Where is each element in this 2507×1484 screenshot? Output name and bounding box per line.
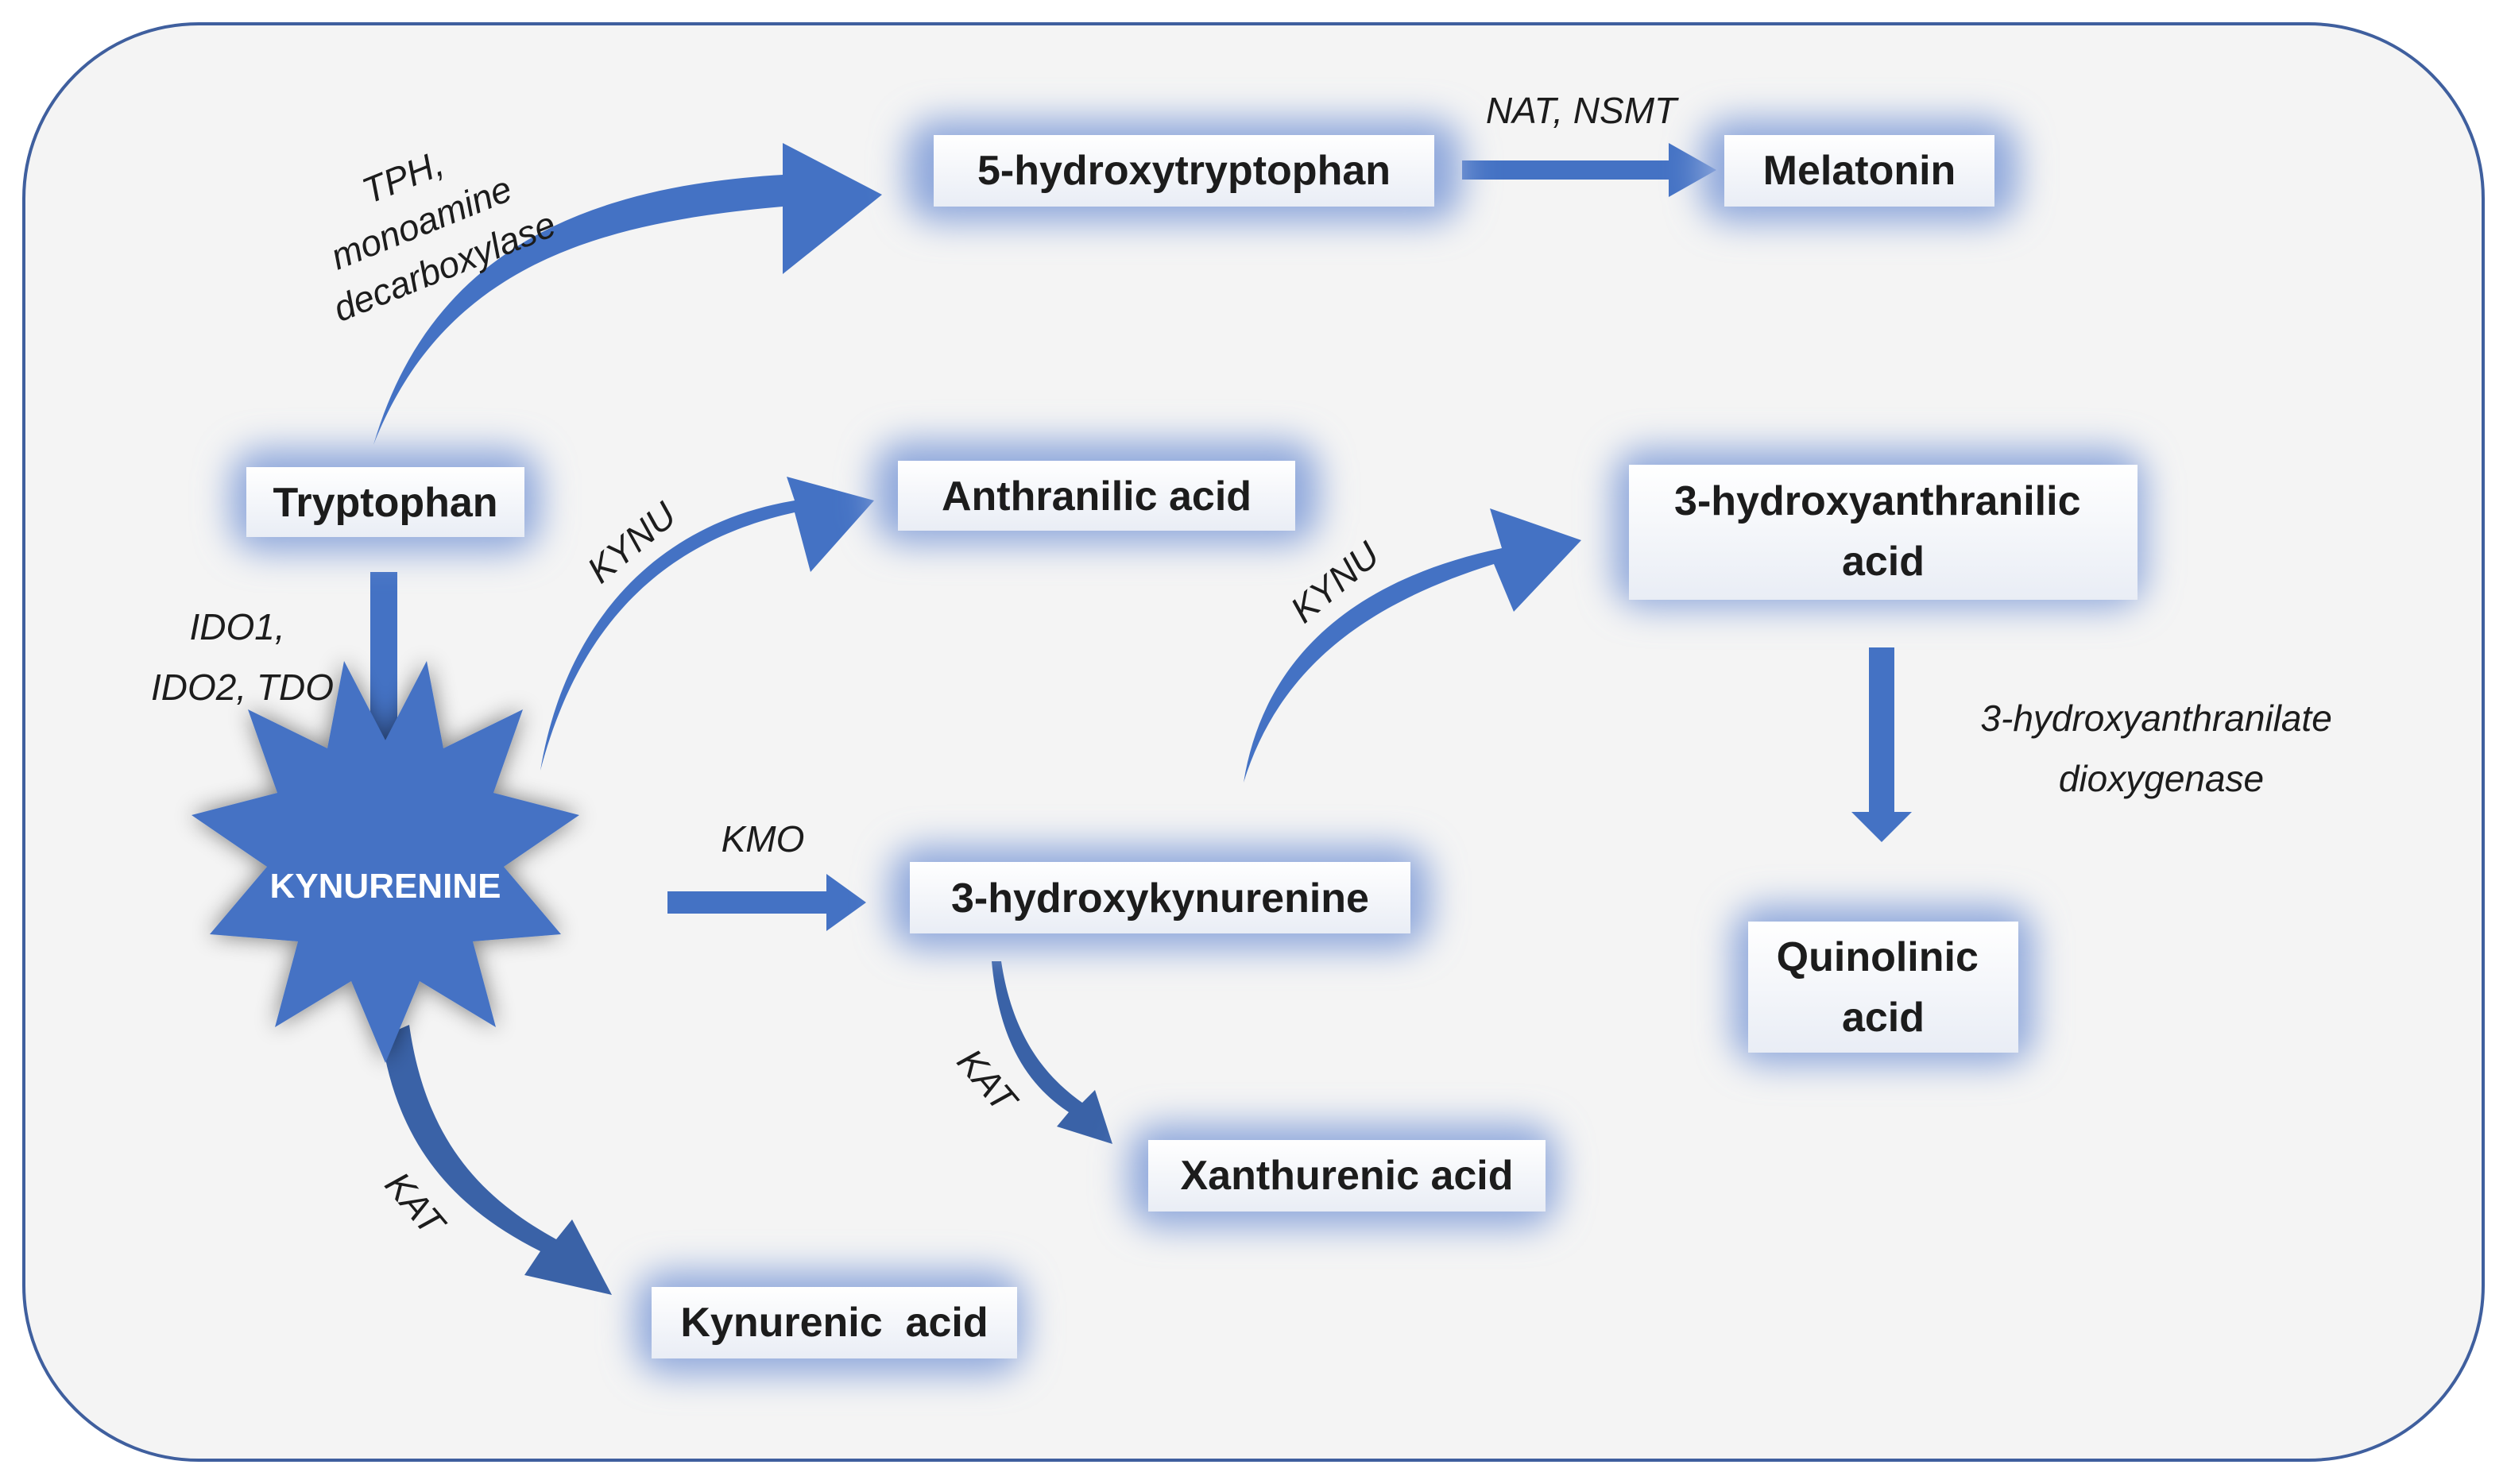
- arrow-kynurenine-to-kynurenic: [381, 1025, 612, 1295]
- node-5-hydroxytryptophan: 5-hydroxytryptophan: [977, 148, 1391, 194]
- box-melatonin: [1724, 135, 1994, 207]
- arrow-kynurenine-to-anthranilic: [540, 477, 874, 771]
- node-kynurenine: KYNURENINE: [270, 867, 501, 906]
- arrow-3hk-to-3haa: [1244, 508, 1581, 783]
- enzyme-kmo: KMO: [722, 818, 805, 860]
- box-quinolinic: [1748, 922, 2018, 1053]
- node-quinolinic-acid-line1: Quinolinic: [1777, 934, 1979, 980]
- node-3-hydroxyanthranilic-acid: 3-hydroxyanthranilic acid: [1674, 478, 2092, 585]
- enzyme-ido-tdo: IDO1, IDO2, TDO: [151, 606, 334, 708]
- node-3-hydroxykynurenine: 3-hydroxykynurenine: [951, 875, 1369, 922]
- box-xanthurenic: [1148, 1140, 1546, 1212]
- node-anthranilic-acid: Anthranilic acid: [942, 473, 1252, 520]
- kynurenine-star: [192, 661, 579, 1063]
- arrow-3haa-to-quinolinic: [1851, 647, 1912, 842]
- arrow-kynurenine-to-3hk: [667, 874, 866, 931]
- node-xanthurenic-acid: Xanthurenic acid: [1181, 1153, 1514, 1199]
- enzyme-dioxygenase-line2: dioxygenase: [2059, 758, 2264, 799]
- enzyme-ido-line2: IDO2, TDO: [151, 667, 334, 708]
- arrow-tryptophan-to-kynurenine: [353, 572, 415, 771]
- arrow-tryptophan-to-5htp: [373, 143, 882, 445]
- node-quinolinic-acid: Quinolinic acid: [1777, 934, 1991, 1041]
- box-kynurenic: [652, 1287, 1017, 1358]
- node-kynurenic-acid: Kynurenic acid: [680, 1300, 988, 1346]
- box-5htp: [934, 135, 1434, 207]
- node-melatonin: Melatonin: [1763, 148, 1956, 194]
- box-tryptophan: [246, 467, 524, 537]
- arrow-3hk-to-xanthurenic: [992, 961, 1112, 1144]
- enzyme-nat-nsmt: NAT, NSMT: [1486, 90, 1679, 131]
- node-3-hydroxyanthranilic-acid-line1: 3-hydroxyanthranilic: [1674, 478, 2080, 524]
- enzyme-3-hydroxyanthranilate-dioxygenase: 3-hydroxyanthranilate dioxygenase: [1980, 698, 2342, 799]
- box-3haa: [1629, 465, 2138, 600]
- enzyme-ido-line1: IDO1,: [190, 606, 285, 647]
- node-tryptophan: Tryptophan: [273, 480, 497, 526]
- enzyme-dioxygenase-line1: 3-hydroxyanthranilate: [1980, 698, 2331, 739]
- box-anthranilic: [898, 461, 1295, 531]
- node-3-hydroxyanthranilic-acid-line2: acid: [1842, 539, 1925, 585]
- arrow-5htp-to-melatonin: [1462, 143, 1716, 197]
- node-quinolinic-acid-line2: acid: [1842, 995, 1925, 1041]
- box-3hk: [910, 862, 1410, 933]
